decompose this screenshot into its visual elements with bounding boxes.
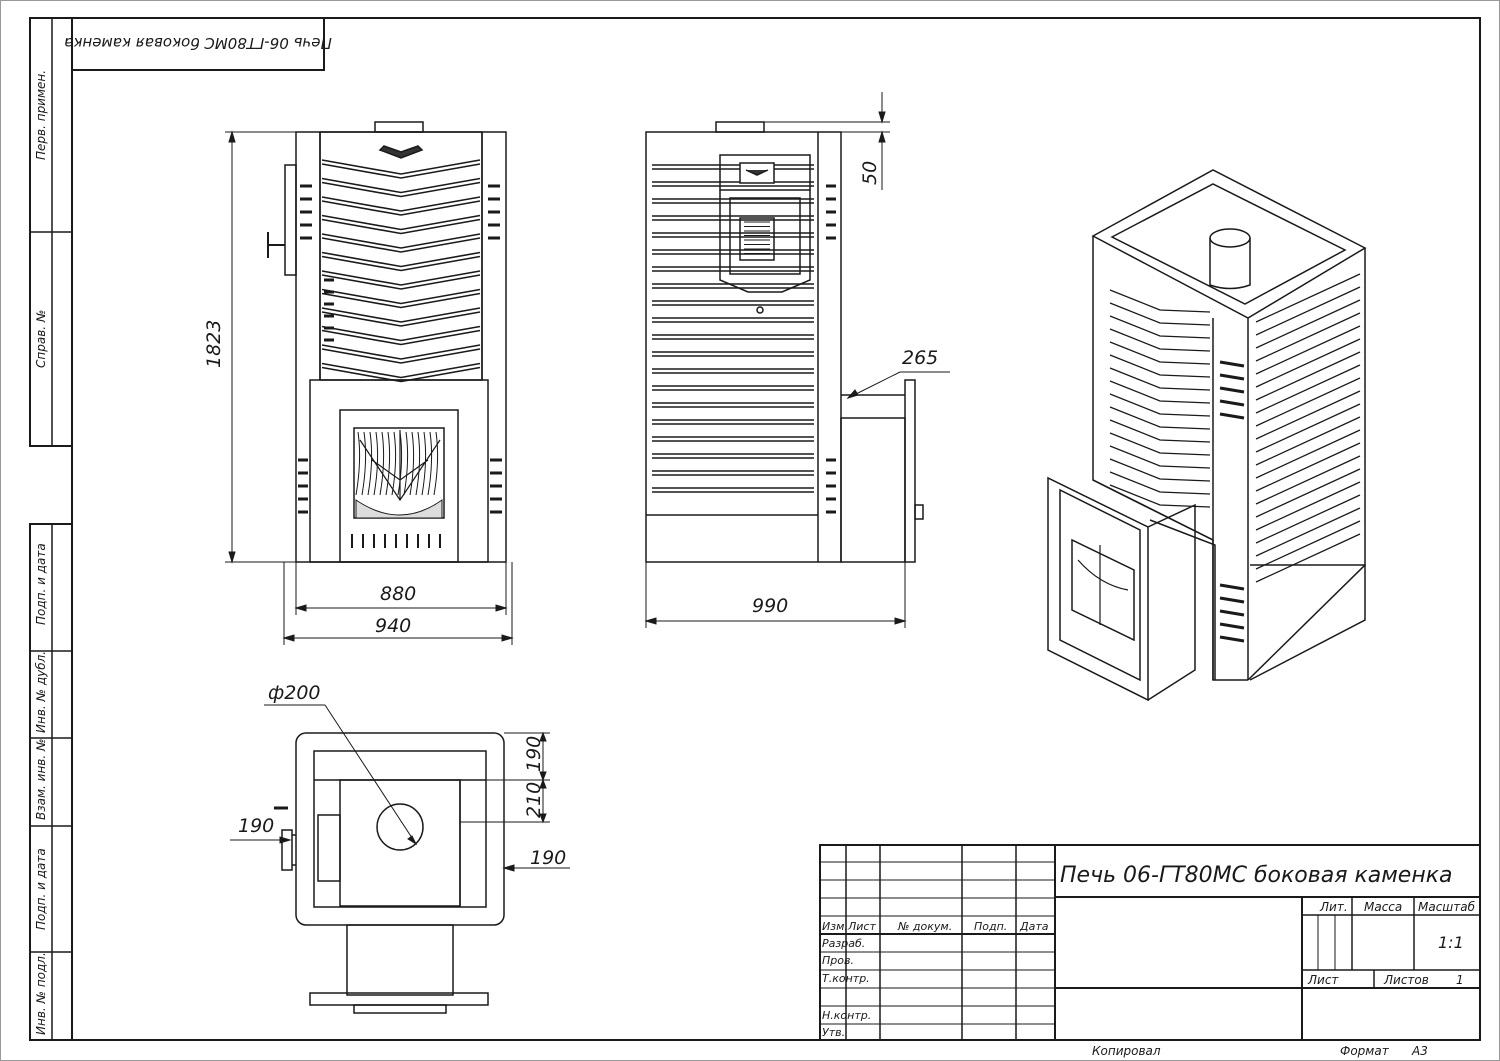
tb-name: Печь 06-ГТ80МС боковая каменка	[1060, 863, 1453, 888]
strip-inv-podl: Инв. № подл.	[34, 952, 48, 1035]
mirrored-stamp: Печь 06-ГТ80МС боковая каменка	[64, 17, 332, 71]
strip-podp-data-1: Подп. и дата	[34, 543, 48, 625]
title-block	[819, 844, 1481, 1041]
strip-inv-dubl: Инв. № дубл.	[34, 651, 48, 733]
tb-massa: Масса	[1364, 900, 1402, 914]
tb-h-podp: Подп.	[974, 920, 1007, 933]
side-dimensions	[644, 92, 950, 628]
tb-scale: 1:1	[1438, 933, 1464, 952]
top-dimensions	[230, 704, 570, 872]
tb-h-izm: Изм.	[822, 920, 848, 933]
front-view	[267, 121, 507, 563]
dim-50: 50	[859, 161, 881, 185]
left-strip: Перв. примен. Справ. № Подп. и дата Инв.…	[29, 17, 73, 1041]
dim-265: 265	[902, 347, 938, 369]
tb-r-utv: Утв.	[822, 1026, 845, 1039]
tb-r-razrab: Разраб.	[822, 937, 865, 950]
dim-190-a: 190	[523, 736, 545, 772]
tb-listov: Листов	[1383, 973, 1429, 987]
footer-format: Формат	[1340, 1044, 1390, 1058]
dim-diameter: ф200	[268, 682, 321, 704]
dim-190-b: 190	[238, 815, 274, 837]
tb-r-nkontr: Н.контр.	[822, 1009, 871, 1022]
tb-lit: Лит.	[1319, 900, 1348, 914]
tb-h-list: Лист	[847, 920, 876, 933]
tb-r-tkontr: Т.контр.	[822, 972, 870, 985]
dim-1823: 1823	[203, 320, 225, 368]
strip-vzam-inv: Взам. инв. №	[34, 739, 48, 820]
strip-podp-data-2: Подп. и дата	[34, 848, 48, 930]
footer-kopiroval: Копировал	[1092, 1044, 1161, 1058]
dim-880: 880	[380, 583, 416, 605]
side-view	[645, 121, 924, 563]
tb-h-data: Дата	[1019, 920, 1049, 933]
dim-190-c: 190	[530, 847, 566, 869]
strip-perv-primen: Перв. примен.	[34, 70, 48, 160]
tb-listov-val: 1	[1456, 973, 1464, 987]
tb-h-doc: № докум.	[897, 920, 952, 933]
front-dimensions	[225, 130, 514, 645]
strip-sprav-no: Справ. №	[34, 310, 48, 368]
isometric-view	[1047, 169, 1367, 702]
tb-r-prov: Пров.	[822, 954, 854, 967]
top-view	[274, 732, 505, 1014]
tb-masshtab: Масштаб	[1418, 900, 1476, 914]
dim-990: 990	[752, 595, 788, 617]
dim-210: 210	[523, 782, 545, 818]
tb-list: Лист	[1307, 973, 1339, 987]
dim-940: 940	[375, 615, 411, 637]
footer-format-val: А3	[1411, 1044, 1428, 1058]
mirrored-title: Печь 06-ГТ80МС боковая каменка	[64, 34, 332, 52]
